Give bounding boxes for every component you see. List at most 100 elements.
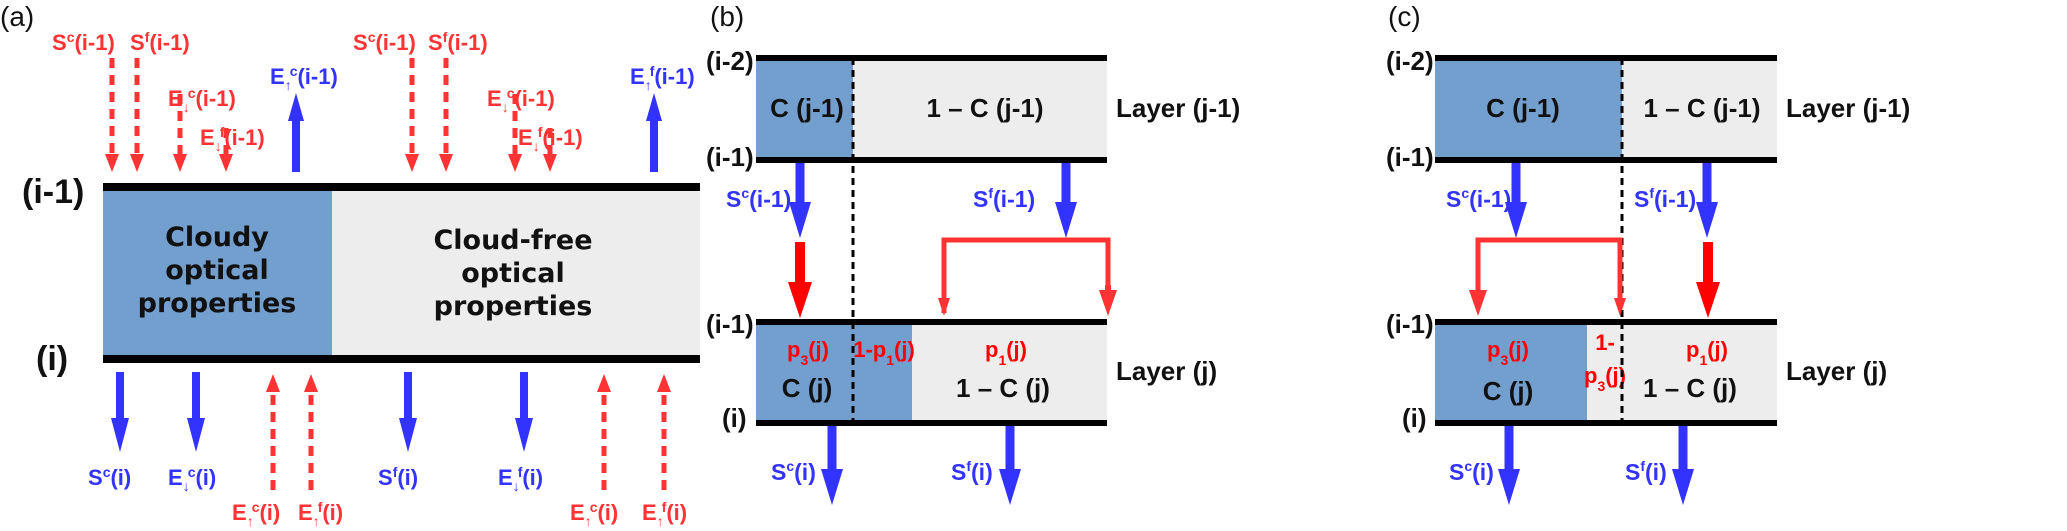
downward-flux-arrow: [508, 94, 522, 172]
panel-c-p-overlap: p3(j): [1584, 363, 1626, 394]
downward-flux-arrow: [219, 128, 233, 172]
flux-label: Sf(i-1): [428, 29, 488, 55]
downward-flux-arrow: [515, 372, 533, 452]
panel-c-flux-in-clear-label: Sf(i-1): [1634, 185, 1696, 212]
panel-b-probabilities: p3(j)1-p1(j)p1(j): [787, 337, 1027, 368]
panel-a-cloudy-region: [103, 190, 332, 356]
arrow-head: [1469, 290, 1487, 316]
arrow-head: [1055, 202, 1077, 238]
downward-flux-arrow: [187, 372, 205, 452]
panel-b-lower-cloud-fraction: C (j): [782, 373, 833, 403]
panel-c-p-cloudy: p3(j): [1487, 337, 1529, 368]
split-bracket: [941, 237, 1111, 313]
downward-flux-arrow: [105, 58, 119, 172]
arrow-head: [405, 154, 419, 172]
panel-a-bottom-flux: E↑f(i): [298, 374, 343, 529]
panel-c-flux-in-cloudy-label: Sc(i-1): [1446, 185, 1511, 212]
panel-a-top-flux: Sc(i-1): [353, 29, 419, 172]
panel-a-clear-label-1: Cloud-free: [433, 225, 592, 256]
arrow-head: [219, 154, 233, 172]
arrow-head: [1099, 290, 1117, 316]
panel-b-level-i-1-lower: (i-1): [706, 309, 754, 339]
arrow-head: [111, 418, 129, 452]
flux-label: Sc(i-1): [52, 29, 115, 55]
upward-flux-arrow: [646, 93, 662, 172]
cloudy-transfer-arrow: [788, 242, 812, 318]
panel-a-bottom-flux: Sc(i): [88, 372, 131, 490]
arrow-head: [1696, 282, 1720, 318]
arrow-head: [646, 93, 662, 121]
arrow-head: [821, 469, 843, 505]
downward-flux-arrow: [543, 128, 557, 172]
panel-a-bottom-flux: E↓c(i): [168, 372, 216, 494]
panel-a-bottom-boundary: [103, 355, 700, 363]
panel-a-cloudy-label-2: optical: [165, 255, 269, 286]
panel-c-p-clear: p1(j): [1686, 337, 1728, 368]
panel-b: (b) (i-2) (i-1) C (j-1) 1 – C (j-1) Laye…: [706, 1, 1240, 505]
panel-b-p-overlap: 1-p1(j): [853, 337, 915, 368]
upward-flux-arrow: [304, 374, 318, 490]
arrow-head: [789, 202, 811, 238]
upward-flux-arrow: [597, 374, 611, 490]
flux-label: Sf(i-1): [130, 29, 190, 55]
panel-b-upper-bottom-boundary: [756, 157, 1107, 163]
flux-label: E↓c(i-1): [487, 85, 555, 115]
panel-a-level-top: (i-1): [22, 173, 84, 211]
panel-b-arrows: Sc(i-1)Sf(i-1)Sc(i)Sf(i): [726, 163, 1117, 505]
arrow-head: [788, 282, 812, 318]
upward-flux-arrow: [657, 374, 671, 490]
panel-a-top-flux: E↓f(i-1): [518, 124, 583, 172]
arrow-head: [1614, 298, 1626, 316]
flux-label: E↓f(i-1): [200, 124, 265, 154]
flux-label: Sc(i-1): [353, 29, 416, 55]
flux-label: E↓c(i): [168, 464, 216, 494]
panel-b-lower-clear-region: [912, 325, 1107, 422]
panel-c-upper-top-boundary: [1435, 55, 1777, 61]
panel-b-p-cloudy: p3(j): [787, 337, 829, 368]
panel-b-upper-top-boundary: [756, 55, 1107, 61]
panel-b-upper-cloud-fraction: C (j-1): [770, 93, 844, 123]
panel-a-bottom-flux: E↑c(i): [232, 374, 280, 529]
flux-label: Sc(i): [88, 464, 131, 490]
panel-b-lower-bottom-boundary: [756, 420, 1107, 426]
panel-b-lower-cloudy-region: [756, 325, 912, 422]
panel-a-bottom-flux: E↑f(i): [642, 374, 687, 529]
panel-a-cloudy-label-3: properties: [138, 288, 297, 319]
panel-a-bottom-fluxes: Sc(i)E↓c(i)E↑c(i)E↑f(i)Sf(i)E↓f(i)E↑c(i)…: [88, 372, 687, 529]
panel-a-top-flux: E↑c(i-1): [270, 63, 338, 172]
downward-flux-arrow: [173, 94, 187, 172]
panel-a-top-flux: Sf(i-1): [428, 29, 488, 172]
panel-b-lower-top-boundary: [756, 319, 1107, 325]
panel-c-upper-layer-label: Layer (j-1): [1786, 93, 1910, 123]
flux-label: E↑f(i): [298, 499, 343, 529]
flux-label: E↓c(i-1): [168, 85, 236, 115]
panel-c-upper-clear-region: [1622, 60, 1777, 158]
arrow-head: [130, 154, 144, 172]
flux-label: E↑c(i-1): [270, 63, 338, 93]
panel-b-level-i-1-upper: (i-1): [706, 142, 754, 172]
panel-a-letter: (a): [0, 1, 34, 32]
flux-label: Sf(i): [378, 464, 418, 490]
downward-flux-arrow: [439, 58, 453, 172]
panel-b-upper-cloudy-region: [756, 60, 853, 158]
panel-c-upper-clear-fraction: 1 – C (j-1): [1643, 93, 1760, 123]
panel-c-level-i: (i): [1402, 403, 1427, 433]
panel-a-top-boundary: [103, 183, 700, 191]
panel-c-upper-bottom-boundary: [1435, 157, 1777, 163]
panel-a-top-fluxes: Sc(i-1) Sf(i-1) E↓c(i-1) E↓f(i-1) E↑c(i-1) Sc…: [52, 29, 695, 172]
arrow-head: [1505, 202, 1527, 238]
panel-b-level-i-2: (i-2): [706, 46, 754, 76]
panel-c-lower-clear-region: [1587, 325, 1777, 422]
flux-out-clear-arrow: [1672, 426, 1694, 505]
clear-to-clear-arrow: [1099, 285, 1117, 316]
panel-a-cloudy-label-1: Cloudy: [165, 222, 269, 253]
panel-c-lower-clear-fraction: 1 – C (j): [1643, 373, 1737, 403]
arrow-head: [1672, 469, 1694, 505]
arrow-head: [288, 93, 304, 121]
flux-label: E↑c(i): [232, 499, 280, 529]
panel-c-lower-cloud-fraction: C (j): [1483, 376, 1534, 406]
arrow-head: [173, 154, 187, 172]
panel-a: (a) (i-1) (i) Cloudy optical properties …: [0, 1, 700, 529]
panel-b-upper-layer-label: Layer (j-1): [1116, 93, 1240, 123]
split-bracket: [1475, 237, 1623, 300]
